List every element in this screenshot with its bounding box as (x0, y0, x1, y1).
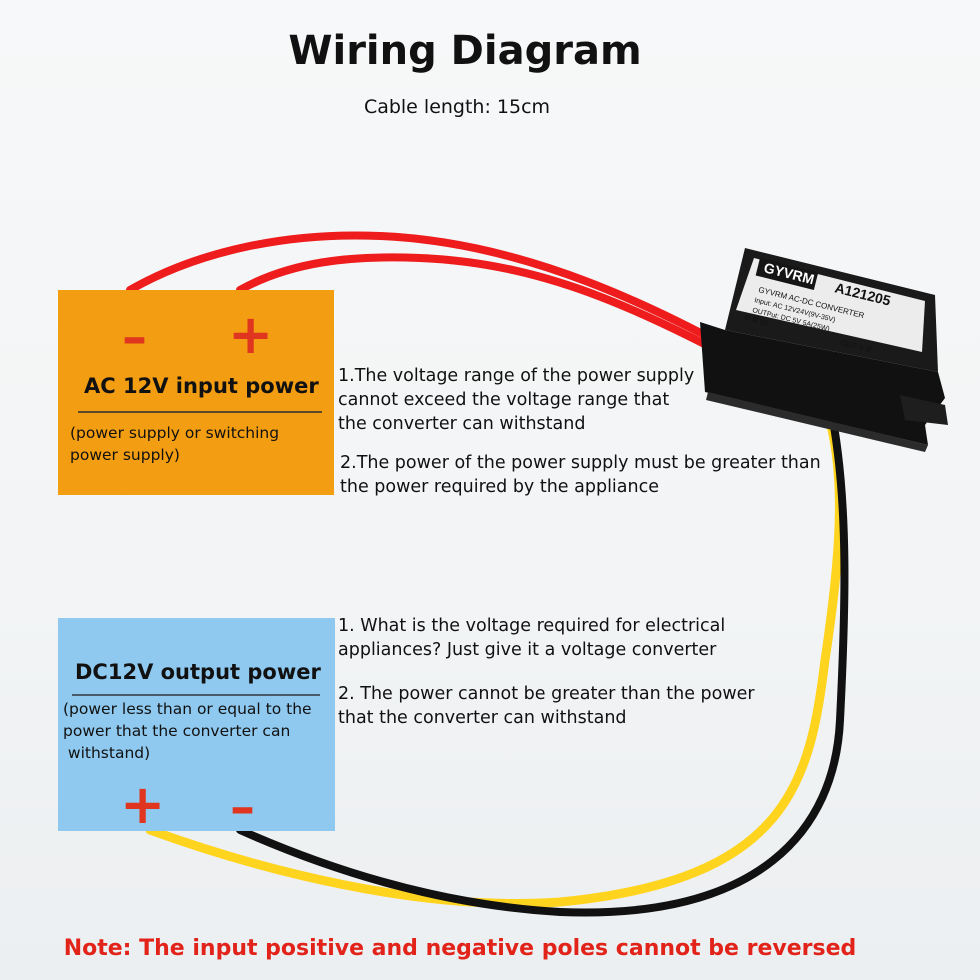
red-input-wire-1 (126, 231, 804, 392)
converter-module: GYVRM A121205 GYVRM AC-DC CONVERTER Inpu… (700, 248, 948, 452)
input-plus-sign: + (228, 303, 274, 366)
output-note-1: 1. What is the voltage required for elec… (338, 616, 726, 660)
ac-input-title: AC 12V input power (84, 374, 319, 398)
red-input-wire-2 (236, 253, 804, 398)
polarity-warning: Note: The input positive and negative po… (63, 936, 857, 961)
dc-output-note: (power less than or equal to the power t… (63, 700, 312, 762)
dc-title-underline (72, 694, 320, 696)
input-minus-sign: – (122, 308, 147, 366)
output-note-2: 2. The power cannot be greater than the … (338, 684, 755, 728)
page-title: Wiring Diagram (288, 28, 642, 74)
black-output-wire (236, 401, 849, 917)
yellow-output-wire (145, 387, 844, 908)
ac-title-underline (78, 411, 322, 413)
ac-input-note: (power supply or switching power supply) (70, 424, 280, 464)
output-plus-sign: + (120, 773, 166, 836)
output-minus-sign: – (230, 778, 255, 836)
dc-output-title: DC12V output power (75, 660, 321, 684)
dc-output-power-box: DC12V output power (power less than or e… (58, 618, 335, 836)
cable-length-caption: Cable length: 15cm (363, 96, 551, 118)
ac-input-power-box: – + AC 12V input power (power supply or … (58, 290, 334, 495)
input-note-2: 2.The power of the power supply must be … (340, 453, 821, 497)
input-note-1: 1.The voltage range of the power supply … (338, 366, 695, 434)
